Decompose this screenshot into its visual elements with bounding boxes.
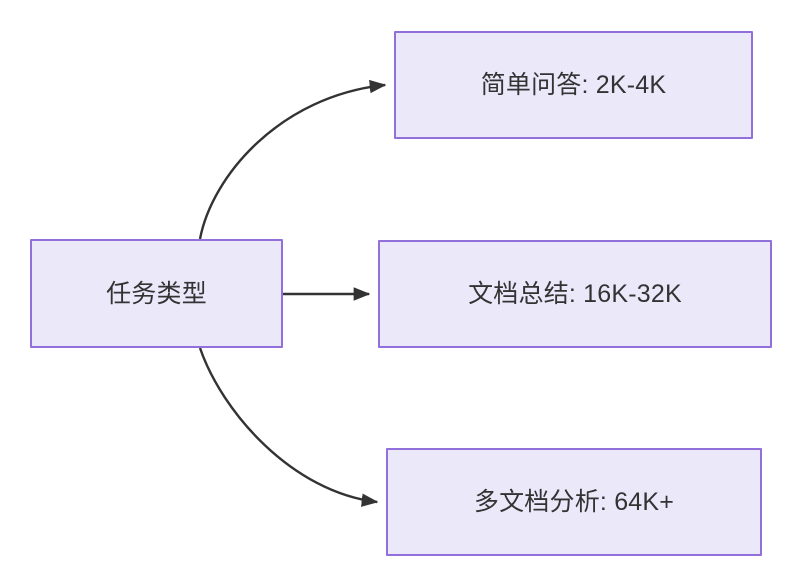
edge-task-type-to-multi-doc-analysis [198,347,379,507]
node-simple-qa[interactable]: 简单问答: 2K-4K [394,31,753,139]
node-multi-doc-analysis-label: 多文档分析: 64K+ [473,488,675,516]
node-simple-qa-label: 简单问答: 2K-4K [480,71,667,99]
edge-task-type-to-simple-qa [198,79,387,240]
node-doc-summary[interactable]: 文档总结: 16K-32K [378,240,772,348]
node-task-type-label: 任务类型 [106,279,207,308]
node-doc-summary-label: 文档总结: 16K-32K [468,280,682,308]
node-multi-doc-analysis[interactable]: 多文档分析: 64K+ [386,448,762,556]
node-task-type[interactable]: 任务类型 [30,239,283,348]
